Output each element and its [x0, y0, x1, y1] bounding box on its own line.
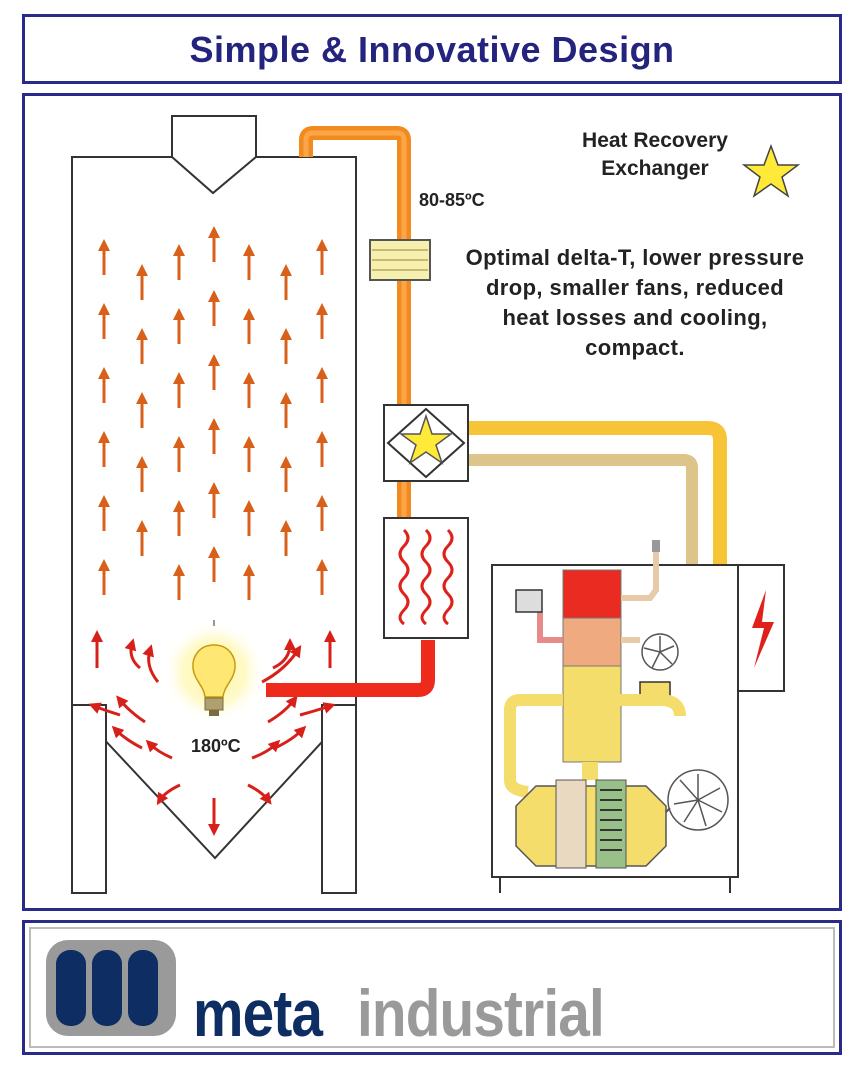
- recovery-return-pipe: [468, 454, 698, 718]
- electric-hazard-icon: [737, 564, 785, 692]
- star-icon: [741, 143, 801, 198]
- brand-name-meta: meta: [193, 976, 323, 1050]
- dehumidifier-unit: [491, 540, 739, 893]
- brand-name-industrial: industrial: [357, 976, 605, 1050]
- light-bulb-icon: [162, 620, 266, 724]
- inlet-temperature: 180ºC: [191, 736, 241, 756]
- heater-coil-icon: [383, 517, 469, 639]
- heat-recovery-exchanger: [383, 404, 469, 482]
- hot-air-pipe: [266, 640, 435, 697]
- page-title: Simple & Innovative Design: [189, 29, 675, 70]
- logo-inner-border: [29, 927, 835, 1048]
- outlet-temperature: 80-85ºC: [419, 190, 485, 210]
- hot-air-flow-arrows: [98, 226, 328, 600]
- star-icon: [398, 413, 454, 465]
- hot-air-swirl-arrows: [88, 630, 336, 836]
- benefits-text: Optimal delta-T, lower pressure drop, sm…: [465, 245, 805, 360]
- title-box: Simple & Innovative Design: [22, 14, 842, 84]
- meta-industrial-logo-icon: [46, 940, 176, 1036]
- exchanger-label: Heat Recovery Exchanger: [582, 129, 728, 180]
- filter-icon: [369, 239, 431, 281]
